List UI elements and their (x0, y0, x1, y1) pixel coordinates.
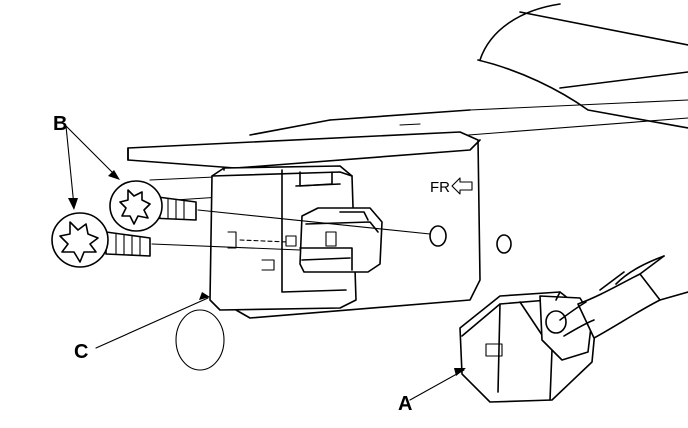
front-direction-marker: FR (430, 177, 473, 196)
arrow-icon (108, 170, 120, 180)
bracket-bolt-hole (429, 225, 447, 247)
torx-icon (119, 189, 151, 225)
arrow-icon (199, 292, 210, 300)
label-c: C (74, 341, 88, 363)
unit-connector (299, 207, 383, 273)
torx-icon (59, 221, 99, 263)
control-unit (209, 165, 357, 311)
fr-label: FR (430, 179, 450, 196)
arrow-icon (68, 198, 78, 210)
arrow-left-icon (451, 177, 473, 195)
body-bolt-hole (496, 234, 512, 254)
bolt-lower (51, 212, 151, 268)
label-b: B (53, 113, 67, 135)
arrowheads (68, 170, 466, 376)
bolt-upper (109, 180, 197, 232)
label-a: A (398, 393, 412, 415)
bolt-guide-lines (151, 209, 431, 251)
mounting-clip-outline (175, 309, 225, 371)
arrow-icon (454, 368, 466, 376)
wire-harness (559, 255, 688, 339)
vehicle-frame (249, 3, 688, 139)
leader-lines (65, 125, 465, 401)
